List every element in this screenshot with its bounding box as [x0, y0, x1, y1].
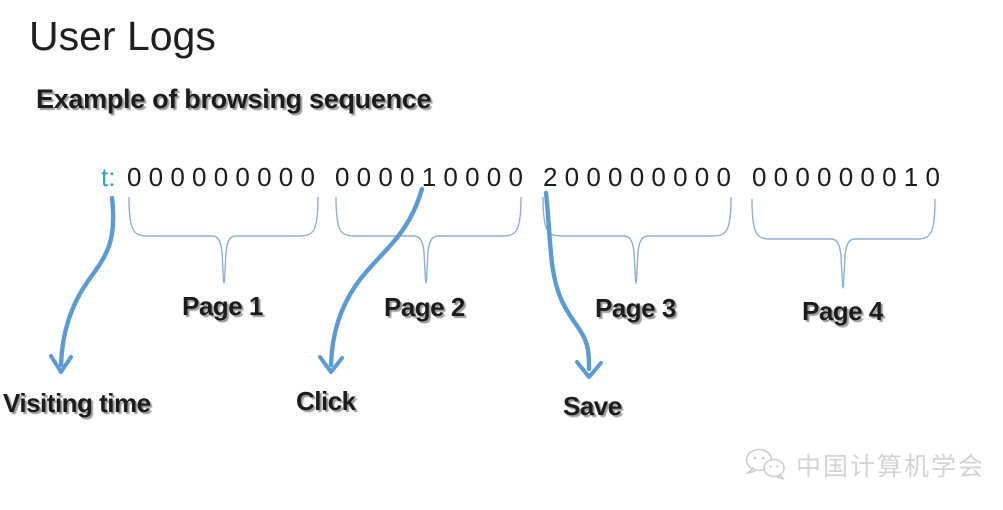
page-1-label: Page 1 [182, 291, 263, 321]
sequence-group-page1: 0 0 0 0 0 0 0 0 0 [127, 162, 315, 192]
page-title: User Logs [29, 13, 216, 59]
watermark: 中国计算机学会 [744, 446, 985, 484]
arrow-visiting-time-head [49, 354, 73, 374]
sequence-group-page4: 0 0 0 0 0 0 0 1 0 [752, 162, 940, 192]
page-2-label: Page 2 [384, 292, 465, 322]
brace-page-1 [128, 196, 319, 284]
arrow-save [543, 190, 592, 372]
time-prefix-label: t: [101, 162, 116, 192]
sequence-group-page3: 2 0 0 0 0 0 0 0 0 [543, 162, 731, 192]
arrow-click-head [318, 355, 344, 374]
callout-save: Save [563, 391, 622, 421]
page-4-label: Page 4 [802, 296, 883, 326]
slide-subtitle: Example of browsing sequence [36, 84, 432, 114]
brace-page-3 [542, 196, 732, 284]
arrow-click [328, 186, 425, 368]
brace-page-4 [751, 198, 936, 289]
callout-click: Click [296, 386, 356, 416]
wechat-icon [744, 448, 785, 480]
arrow-visiting-time [58, 195, 116, 368]
arrow-save-head [575, 360, 603, 379]
watermark-text: 中国计算机学会 [796, 453, 986, 481]
brace-page-2 [335, 196, 522, 284]
sequence-group-page2: 0 0 0 0 1 0 0 0 0 [335, 162, 523, 192]
page-3-label: Page 3 [595, 293, 676, 323]
callout-visiting-time: Visiting time [3, 388, 151, 418]
